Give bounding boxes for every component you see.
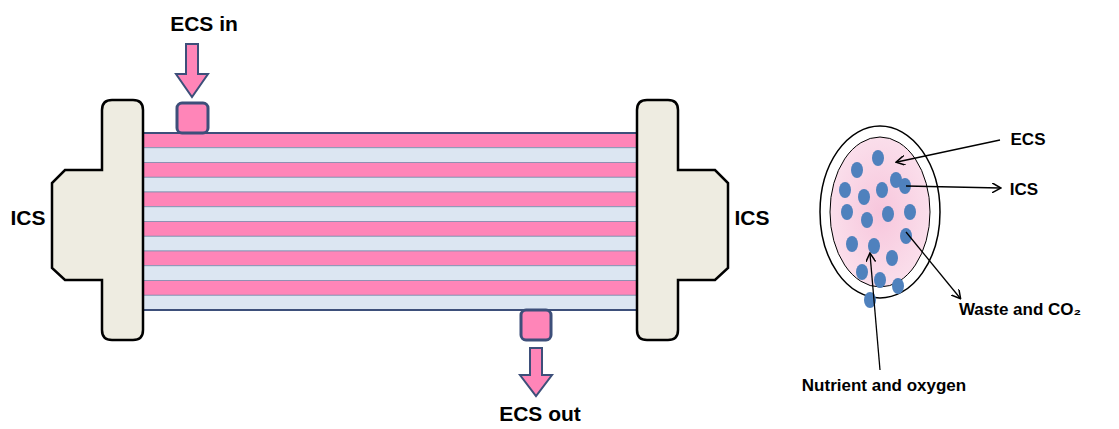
- fiber-band: [143, 222, 637, 237]
- part-label: Waste and CO₂: [959, 301, 1081, 320]
- part-label: ECS: [1011, 131, 1046, 150]
- lumen-dot: [856, 264, 868, 280]
- ecs-space: [830, 137, 930, 287]
- hollow-fibers: [143, 133, 637, 310]
- lumen-dot: [882, 206, 894, 222]
- lumen-dot: [841, 204, 853, 220]
- flow-arrow: [176, 44, 208, 97]
- fiber-band: [143, 192, 637, 207]
- part-label: ICS: [1010, 181, 1038, 200]
- fiber-band: [143, 236, 637, 251]
- fiber-band: [143, 163, 637, 178]
- lumen-dot: [900, 228, 912, 244]
- lumen-dot: [886, 250, 898, 266]
- cartridge-shell: [143, 133, 637, 310]
- fiber-band: [143, 207, 637, 222]
- lumen-dot: [861, 212, 873, 228]
- lumen-dot: [851, 162, 863, 178]
- fiber-shell: [820, 126, 940, 298]
- lumen-dot: [839, 182, 851, 198]
- part-label: ICS: [10, 206, 45, 229]
- fiber-band: [143, 295, 637, 310]
- leader-line: [870, 254, 880, 370]
- lumen-dot: [846, 236, 858, 252]
- fiber-band: [143, 133, 637, 148]
- lumen-dot: [874, 272, 886, 288]
- lumen-dot: [904, 204, 916, 220]
- fiber-band: [143, 148, 637, 163]
- part-label: ECS out: [499, 402, 581, 425]
- end-cap: [637, 100, 728, 340]
- lumen-dot: [872, 150, 884, 166]
- leader-line: [897, 140, 1000, 162]
- outlet-port: [521, 310, 551, 340]
- fiber-band: [143, 177, 637, 192]
- part-label: ECS in: [170, 12, 238, 35]
- end-cap: [52, 100, 143, 340]
- fiber-band: [143, 251, 637, 266]
- leader-line: [906, 232, 960, 298]
- lumen-dot: [858, 189, 870, 205]
- lumen-dot: [876, 182, 888, 198]
- part-label: ICS: [734, 206, 769, 229]
- lumen-dot: [868, 238, 880, 254]
- fiber-lumens: [839, 150, 916, 308]
- fiber-band: [143, 281, 637, 296]
- part-label: Nutrient and oxygen: [802, 377, 966, 396]
- flow-arrow: [520, 348, 552, 396]
- leader-line: [906, 186, 1000, 188]
- lumen-dot: [892, 278, 904, 294]
- fiber-band: [143, 266, 637, 281]
- inlet-port: [177, 103, 208, 133]
